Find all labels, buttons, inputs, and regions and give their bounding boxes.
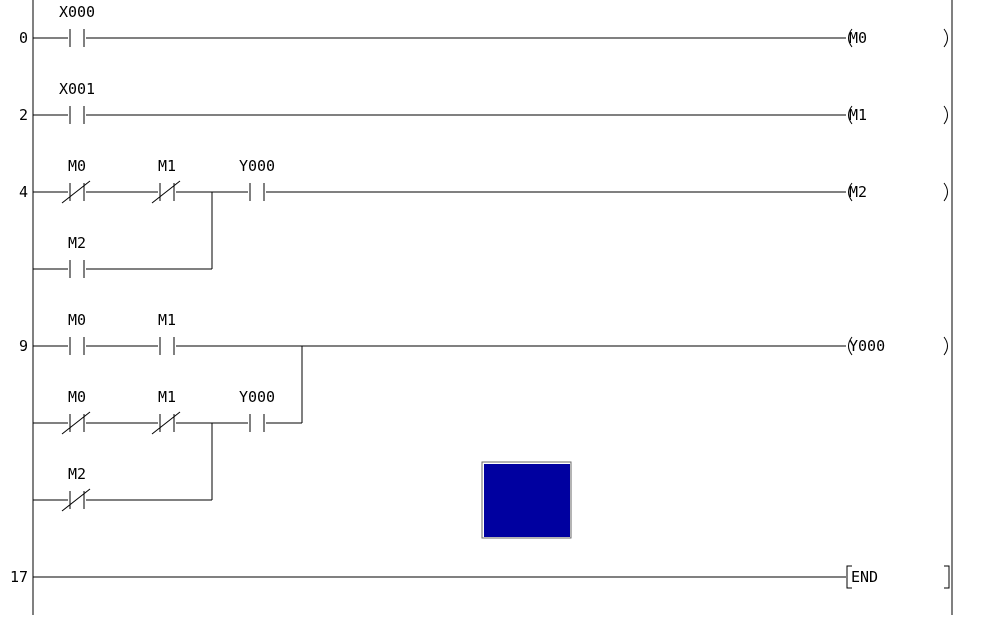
end-instruction[interactable]: END [846, 565, 950, 589]
step-number-0: 0 [19, 29, 28, 47]
end-label: END [851, 568, 878, 586]
contact-label: Y000 [239, 388, 275, 406]
coil-m0[interactable]: M0 [848, 28, 948, 48]
contact-no-y000[interactable]: Y000 [239, 157, 275, 201]
coil-y000[interactable]: Y000 [848, 336, 948, 356]
coil-m2[interactable]: M2 [848, 182, 948, 202]
contact-no-m0[interactable]: M0 [68, 311, 86, 355]
contact-label: M2 [68, 234, 86, 252]
rung-0[interactable]: X000 M0 [33, 3, 948, 48]
contact-label: X000 [59, 3, 95, 21]
editor-cursor[interactable] [484, 464, 570, 537]
coil-label: M0 [849, 29, 867, 47]
contact-nc-m2-c[interactable]: M2 [61, 465, 91, 512]
step-number-9: 9 [19, 337, 28, 355]
step-number-17: 17 [10, 568, 28, 586]
contact-label: M1 [158, 311, 176, 329]
contact-no-m2-branch[interactable]: M2 [68, 234, 86, 278]
coil-m1[interactable]: M1 [848, 105, 948, 125]
rung-9[interactable]: M0 M1 Y000 M0 M1 [33, 311, 948, 512]
contact-no-x000[interactable]: X000 [59, 3, 95, 47]
coil-label: Y000 [849, 337, 885, 355]
coil-label: M1 [849, 106, 867, 124]
step-number-2: 2 [19, 106, 28, 124]
rung-4[interactable]: M0 M1 Y000 M2 M2 [33, 157, 948, 278]
coil-label: M2 [849, 183, 867, 201]
rung-end[interactable]: END [33, 565, 950, 589]
contact-label: M0 [68, 311, 86, 329]
contact-nc-m1[interactable]: M1 [151, 157, 181, 204]
rung-2[interactable]: X001 M1 [33, 80, 948, 125]
contact-nc-m0[interactable]: M0 [61, 157, 91, 204]
contact-nc-m1-b[interactable]: M1 [151, 388, 181, 435]
contact-label: M1 [158, 157, 176, 175]
contact-label: M1 [158, 388, 176, 406]
contact-no-y000-b[interactable]: Y000 [239, 388, 275, 432]
contact-label: M0 [68, 388, 86, 406]
contact-label: M2 [68, 465, 86, 483]
contact-label: Y000 [239, 157, 275, 175]
contact-label: M0 [68, 157, 86, 175]
contact-nc-m0-b[interactable]: M0 [61, 388, 91, 435]
step-number-4: 4 [19, 183, 28, 201]
contact-no-x001[interactable]: X001 [59, 80, 95, 124]
contact-no-m1[interactable]: M1 [158, 311, 176, 355]
contact-label: X001 [59, 80, 95, 98]
